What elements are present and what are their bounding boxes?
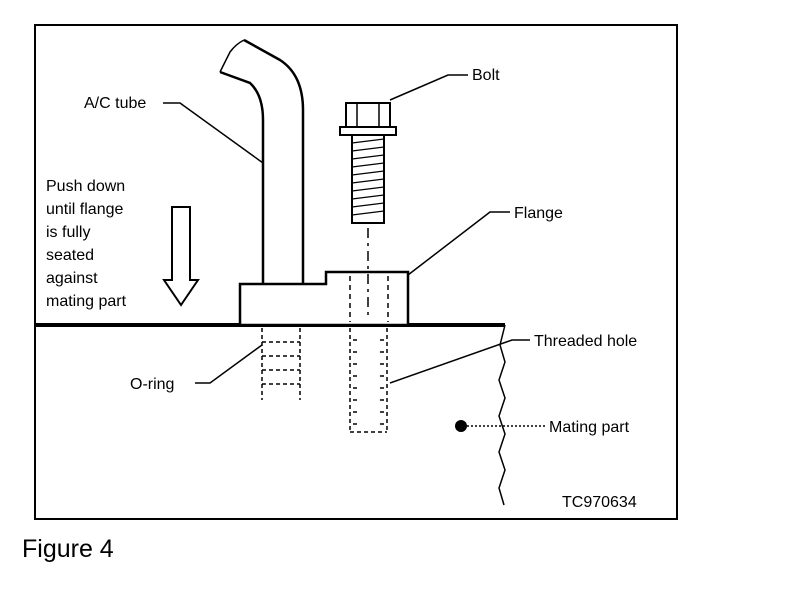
leader-flange xyxy=(407,211,510,276)
leader-threaded-hole xyxy=(389,339,530,384)
instruction-line: until flange xyxy=(46,201,123,218)
threaded-hole xyxy=(349,328,388,433)
figure-caption: Figure 4 xyxy=(22,535,114,563)
flange xyxy=(238,270,410,327)
bolt xyxy=(339,102,397,224)
label-flange: Flange xyxy=(514,205,563,222)
flange-bolt-hole xyxy=(349,276,389,322)
instruction-line: mating part xyxy=(46,293,127,310)
leader-bolt xyxy=(389,74,468,101)
instruction-line: Push down xyxy=(46,178,125,195)
o-ring xyxy=(261,328,301,400)
label-bolt: Bolt xyxy=(472,67,500,84)
mating-part-break-line xyxy=(498,324,506,506)
mating-part-dot xyxy=(455,420,467,432)
figure-code: TC970634 xyxy=(562,494,637,511)
leader-o-ring xyxy=(195,344,263,384)
label-mating-part: Mating part xyxy=(549,419,630,436)
ac-tube xyxy=(219,38,305,283)
label-o-ring: O-ring xyxy=(130,376,174,393)
label-threaded-hole: Threaded hole xyxy=(534,333,637,350)
push-down-arrow xyxy=(162,206,200,307)
instruction-line: seated xyxy=(46,247,94,264)
leader-ac-tube xyxy=(163,102,264,164)
label-ac-tube: A/C tube xyxy=(84,95,146,112)
instruction-line: is fully xyxy=(46,224,90,241)
instruction-line: against xyxy=(46,270,98,287)
figure-frame xyxy=(34,24,678,520)
